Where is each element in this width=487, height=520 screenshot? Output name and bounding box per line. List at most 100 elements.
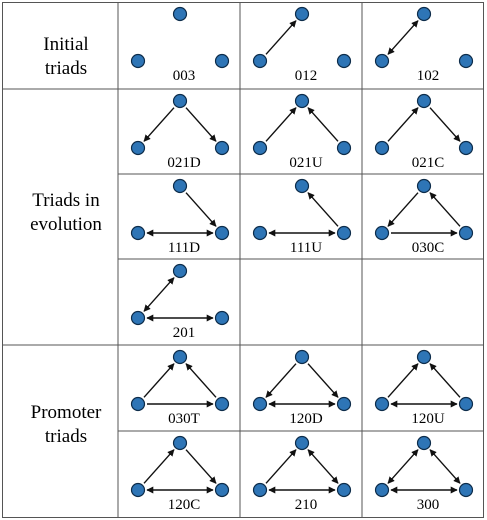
triad-030c: 030C <box>374 178 474 258</box>
triad-030c-node-bottom-right <box>458 225 474 241</box>
triad-111d-label: 111D <box>168 240 200 256</box>
triad-120d-edge-top-bottom-right <box>307 363 339 398</box>
triad-111u-edge-bottom-right-top <box>307 192 339 227</box>
triad-120u: 120U <box>374 349 474 429</box>
triad-030t-node-bottom-left <box>130 396 146 412</box>
triad-030t-edge-bottom-right-top <box>185 363 217 398</box>
triad-102-node-top <box>416 6 432 22</box>
group-label-initial-line2: triads <box>45 58 87 79</box>
triad-120c-edge-top-bottom-right <box>185 449 217 484</box>
triad-210: 210 <box>252 435 352 515</box>
triad-021c-edge-bottom-left-top <box>387 107 419 142</box>
triad-102-node-bottom-right <box>458 53 474 69</box>
triad-111u-label: 111U <box>290 240 322 256</box>
triad-030t: 030T <box>130 349 230 429</box>
triad-201-edge-bottom-left-top-mutual <box>143 277 175 312</box>
triad-120c-edge-bottom-left-top <box>143 449 175 484</box>
triad-021c: 021C <box>374 93 474 173</box>
triad-030c-edge-top-bottom-left <box>387 192 419 227</box>
triad-120u-node-bottom-right <box>458 396 474 412</box>
triad-021c-node-bottom-left <box>374 140 390 156</box>
triad-201: 201 <box>130 263 230 343</box>
group-label-evolution-line1: Triads in <box>32 190 100 211</box>
triad-201-node-bottom-left <box>130 310 146 326</box>
triad-111u-node-bottom-left <box>252 225 268 241</box>
group-label-evolution-line2: evolution <box>30 214 102 235</box>
triad-120c-label: 120C <box>168 497 201 513</box>
triad-120d-label: 120D <box>289 411 323 427</box>
triad-111u: 111U <box>252 178 352 258</box>
triad-111u-node-top <box>294 178 310 194</box>
triad-102-node-bottom-left <box>374 53 390 69</box>
triad-003-node-bottom-right <box>214 53 230 69</box>
triad-012-node-bottom-left <box>252 53 268 69</box>
group-label-promoter-line2: triads <box>45 426 87 447</box>
triad-300-node-bottom-right <box>458 482 474 498</box>
triad-021d-edge-top-bottom-right <box>185 107 217 142</box>
triad-021u: 021U <box>252 93 352 173</box>
triad-120u-node-bottom-left <box>374 396 390 412</box>
triad-210-label: 210 <box>295 497 318 513</box>
triad-diagrams: 003 012 102 021D 021U 021C 111D 111U 030C 201 030T… <box>130 6 474 515</box>
triad-003-node-bottom-left <box>130 53 146 69</box>
triad-021u-node-bottom-left <box>252 140 268 156</box>
triad-111d-node-bottom-left <box>130 225 146 241</box>
triad-120d-node-bottom-right <box>336 396 352 412</box>
triad-201-node-top <box>172 263 188 279</box>
triad-102-edge-bottom-left-top-mutual <box>387 20 419 55</box>
triad-021c-label: 021C <box>412 155 445 171</box>
triad-111d-edge-top-bottom-right <box>185 192 217 227</box>
triad-021u-label: 021U <box>289 155 323 171</box>
triad-300: 300 <box>374 435 474 515</box>
triad-021d-node-top <box>172 93 188 109</box>
triad-021u-node-top <box>294 93 310 109</box>
triad-102: 102 <box>374 6 474 86</box>
triad-120d-node-top <box>294 349 310 365</box>
triad-300-label: 300 <box>417 497 440 513</box>
triad-120c-node-bottom-right <box>214 482 230 498</box>
triad-210-edge-bottom-left-top <box>265 449 297 484</box>
triad-300-edge-top-bottom-right-mutual <box>429 449 461 484</box>
triad-120d: 120D <box>252 349 352 429</box>
triad-120d-edge-top-bottom-left <box>265 363 297 398</box>
triad-030t-label: 030T <box>168 411 200 427</box>
triad-030t-node-top <box>172 349 188 365</box>
triad-300-edge-bottom-left-top-mutual <box>387 449 419 484</box>
triad-120u-edge-bottom-right-top <box>429 363 461 398</box>
triad-111d-node-top <box>172 178 188 194</box>
triad-003-label: 003 <box>173 68 196 84</box>
triad-030t-edge-bottom-left-top <box>143 363 175 398</box>
triad-003-node-top <box>172 6 188 22</box>
triad-120u-edge-bottom-left-top <box>387 363 419 398</box>
triad-012: 012 <box>252 6 352 86</box>
triad-300-node-bottom-left <box>374 482 390 498</box>
triad-111d-node-bottom-right <box>214 225 230 241</box>
triad-120c: 120C <box>130 435 230 515</box>
triad-012-node-top <box>294 6 310 22</box>
triad-012-edge-bottom-left-top <box>265 20 297 55</box>
group-labels: Initial triads Triads in evolution Promo… <box>30 34 102 447</box>
triad-012-label: 012 <box>295 68 318 84</box>
triad-111u-node-bottom-right <box>336 225 352 241</box>
triad-120u-node-top <box>416 349 432 365</box>
triad-021c-node-bottom-right <box>458 140 474 156</box>
triad-120c-node-top <box>172 435 188 451</box>
group-label-promoter-line1: Promoter <box>31 402 102 423</box>
triad-021u-edge-bottom-right-top <box>307 107 339 142</box>
triad-030c-node-bottom-left <box>374 225 390 241</box>
triad-210-node-top <box>294 435 310 451</box>
triad-030c-edge-bottom-right-top <box>429 192 461 227</box>
triad-030c-node-top <box>416 178 432 194</box>
triad-021d-edge-top-bottom-left <box>143 107 175 142</box>
triad-210-edge-top-bottom-right-mutual <box>307 449 339 484</box>
triad-210-node-bottom-left <box>252 482 268 498</box>
triad-021d-node-bottom-left <box>130 140 146 156</box>
triad-210-node-bottom-right <box>336 482 352 498</box>
triad-120d-node-bottom-left <box>252 396 268 412</box>
triad-021d-node-bottom-right <box>214 140 230 156</box>
triad-030c-label: 030C <box>412 240 445 256</box>
triad-021d: 021D <box>130 93 230 173</box>
triad-021d-label: 021D <box>167 155 201 171</box>
